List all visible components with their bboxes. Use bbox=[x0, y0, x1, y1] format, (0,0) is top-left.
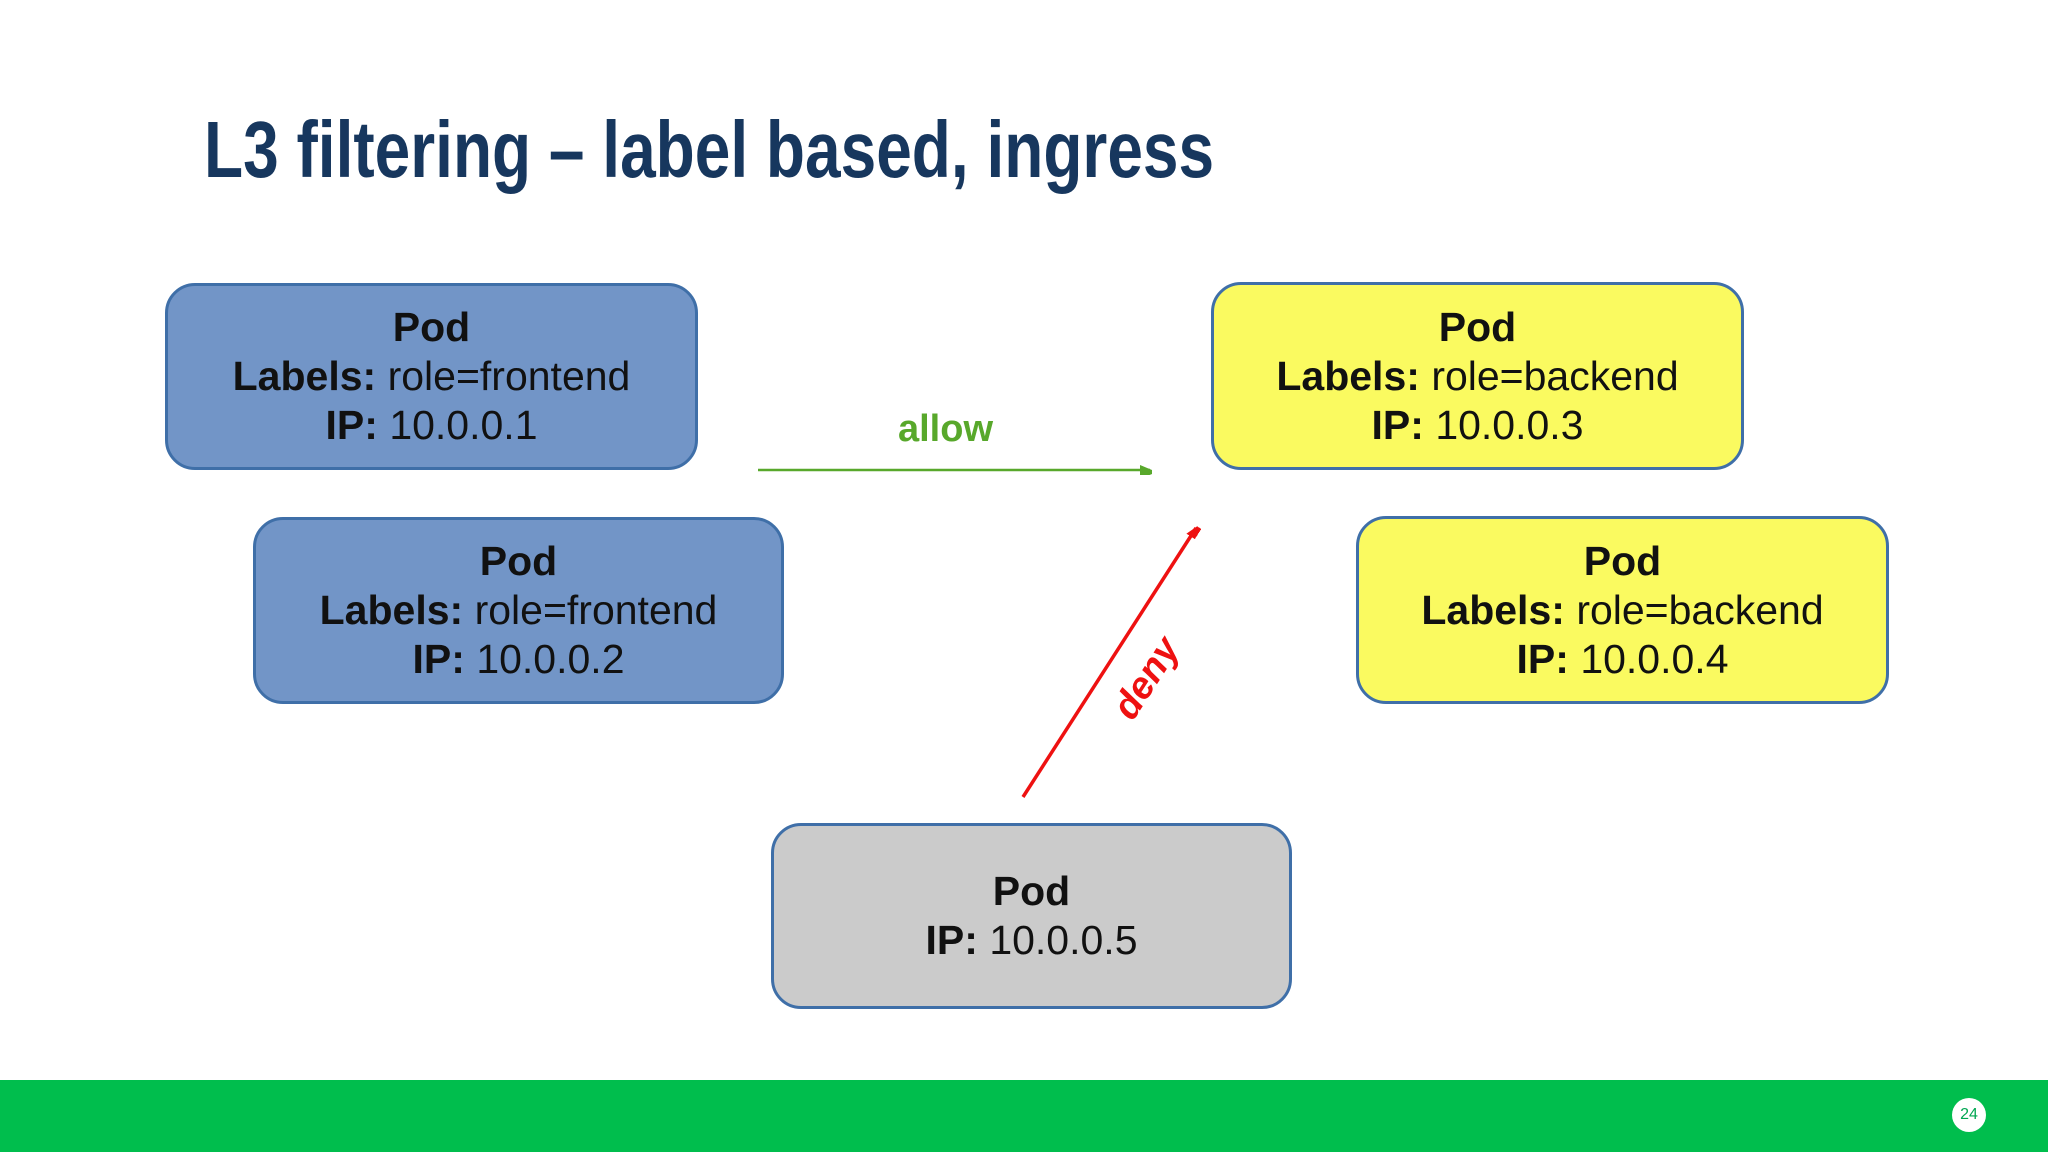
pod-name: Pod bbox=[1584, 537, 1661, 586]
pod-ip-key: IP: bbox=[925, 917, 978, 963]
pod-labels: Labels: role=frontend bbox=[320, 586, 718, 635]
pod-labels-value: role=frontend bbox=[474, 587, 718, 633]
pod-name-text: Pod bbox=[479, 538, 558, 584]
pod-ip: IP: 10.0.0.3 bbox=[1372, 401, 1584, 450]
pod-ip-value: 10.0.0.4 bbox=[1580, 635, 1729, 682]
pod-frontend-1: Pod Labels: role=frontend IP: 10.0.0.1 bbox=[165, 283, 698, 470]
page-number-badge: 24 bbox=[1952, 1098, 1986, 1132]
pod-ip: IP: 10.0.0.4 bbox=[1517, 635, 1729, 684]
pod-name-text: Pod bbox=[1583, 537, 1662, 584]
pod-ip-key: IP: bbox=[1371, 401, 1424, 448]
pod-backend-1: Pod Labels: role=backend IP: 10.0.0.3 bbox=[1211, 282, 1744, 470]
pod-name-text: Pod bbox=[392, 304, 471, 350]
pod-labels: Labels: role=backend bbox=[1276, 352, 1678, 401]
allow-arrow-label: allow bbox=[897, 408, 994, 450]
pod-frontend-2: Pod Labels: role=frontend IP: 10.0.0.2 bbox=[253, 517, 784, 704]
pod-ip-key: IP: bbox=[1516, 635, 1569, 682]
pod-name-text: Pod bbox=[1438, 303, 1517, 350]
pod-labels-value: role=backend bbox=[1576, 586, 1824, 633]
pod-name: Pod bbox=[393, 303, 470, 352]
page-number: 24 bbox=[1960, 1106, 1978, 1123]
footer-bar bbox=[0, 1080, 2048, 1152]
pod-name: Pod bbox=[480, 537, 557, 586]
pod-name-text: Pod bbox=[992, 868, 1071, 914]
pod-labels-key: Labels: bbox=[232, 353, 377, 399]
pod-ip-value: 10.0.0.3 bbox=[1435, 401, 1584, 448]
pod-labels: Labels: role=backend bbox=[1421, 586, 1823, 635]
pod-labels-key: Labels: bbox=[1276, 352, 1420, 399]
pod-labels-value: role=frontend bbox=[387, 353, 631, 399]
pod-ip: IP: 10.0.0.5 bbox=[926, 916, 1138, 965]
pod-ip: IP: 10.0.0.2 bbox=[413, 635, 625, 684]
pod-ip-value: 10.0.0.2 bbox=[476, 636, 625, 682]
pod-unlabeled: Pod IP: 10.0.0.5 bbox=[771, 823, 1292, 1009]
pod-labels-key: Labels: bbox=[319, 587, 464, 633]
pod-ip: IP: 10.0.0.1 bbox=[326, 401, 538, 450]
pod-name: Pod bbox=[1439, 303, 1516, 352]
slide-title: L3 filtering – label based, ingress bbox=[204, 105, 1215, 194]
pod-ip-key: IP: bbox=[412, 636, 465, 682]
pod-ip-key: IP: bbox=[325, 402, 378, 448]
deny-arrow-label: deny bbox=[1104, 629, 1189, 727]
pod-name: Pod bbox=[993, 867, 1070, 916]
pod-labels-value: role=backend bbox=[1431, 352, 1679, 399]
pod-ip-value: 10.0.0.5 bbox=[989, 917, 1138, 963]
pod-labels-key: Labels: bbox=[1421, 586, 1565, 633]
pod-labels: Labels: role=frontend bbox=[233, 352, 631, 401]
pod-backend-2: Pod Labels: role=backend IP: 10.0.0.4 bbox=[1356, 516, 1889, 704]
pod-ip-value: 10.0.0.1 bbox=[389, 402, 538, 448]
